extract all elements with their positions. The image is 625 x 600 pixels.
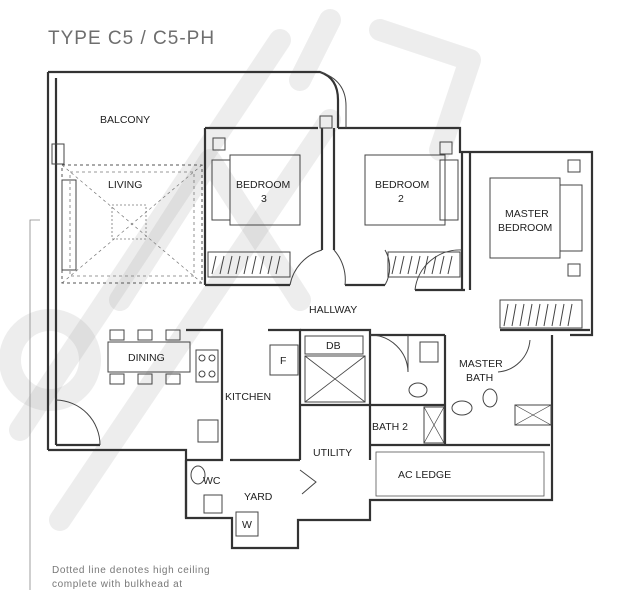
doors	[55, 249, 531, 495]
label-master-bath-line2: BATH	[466, 372, 493, 384]
label-bedroom3-line2: 3	[261, 193, 267, 205]
label-fridge: F	[280, 355, 286, 367]
label-master-bedroom-line2: BEDROOM	[498, 222, 552, 234]
label-ac-ledge: AC LEDGE	[398, 469, 451, 481]
label-db: DB	[326, 340, 341, 352]
label-hallway: HALLWAY	[309, 304, 357, 316]
label-yard: YARD	[244, 491, 273, 503]
furniture	[51, 115, 583, 537]
label-bath2: BATH 2	[372, 421, 408, 433]
label-kitchen: KITCHEN	[225, 391, 271, 403]
label-balcony: BALCONY	[100, 114, 150, 126]
note-leader-line	[29, 219, 40, 590]
label-master-bath-line1: MASTER	[459, 358, 503, 370]
label-utility: UTILITY	[313, 447, 352, 459]
ceiling-note-line2: complete with bulkhead at	[52, 579, 183, 590]
label-dining: DINING	[128, 352, 165, 364]
label-master-bedroom-line1: MASTER	[505, 208, 549, 220]
label-bedroom2-line1: BEDROOM	[375, 179, 429, 191]
label-bedroom2-line2: 2	[398, 193, 404, 205]
label-bedroom3-line1: BEDROOM	[236, 179, 290, 191]
watermark	[0, 9, 481, 531]
label-washer: W	[242, 519, 252, 531]
label-living: LIVING	[108, 179, 142, 191]
ceiling-note: Dotted line denotes high ceiling complet…	[52, 564, 210, 592]
interior-walls	[56, 126, 590, 518]
label-wc: WC	[203, 475, 221, 487]
plan-title: TYPE C5 / C5-PH	[48, 28, 216, 49]
ceiling-note-line1: Dotted line denotes high ceiling	[52, 565, 211, 576]
